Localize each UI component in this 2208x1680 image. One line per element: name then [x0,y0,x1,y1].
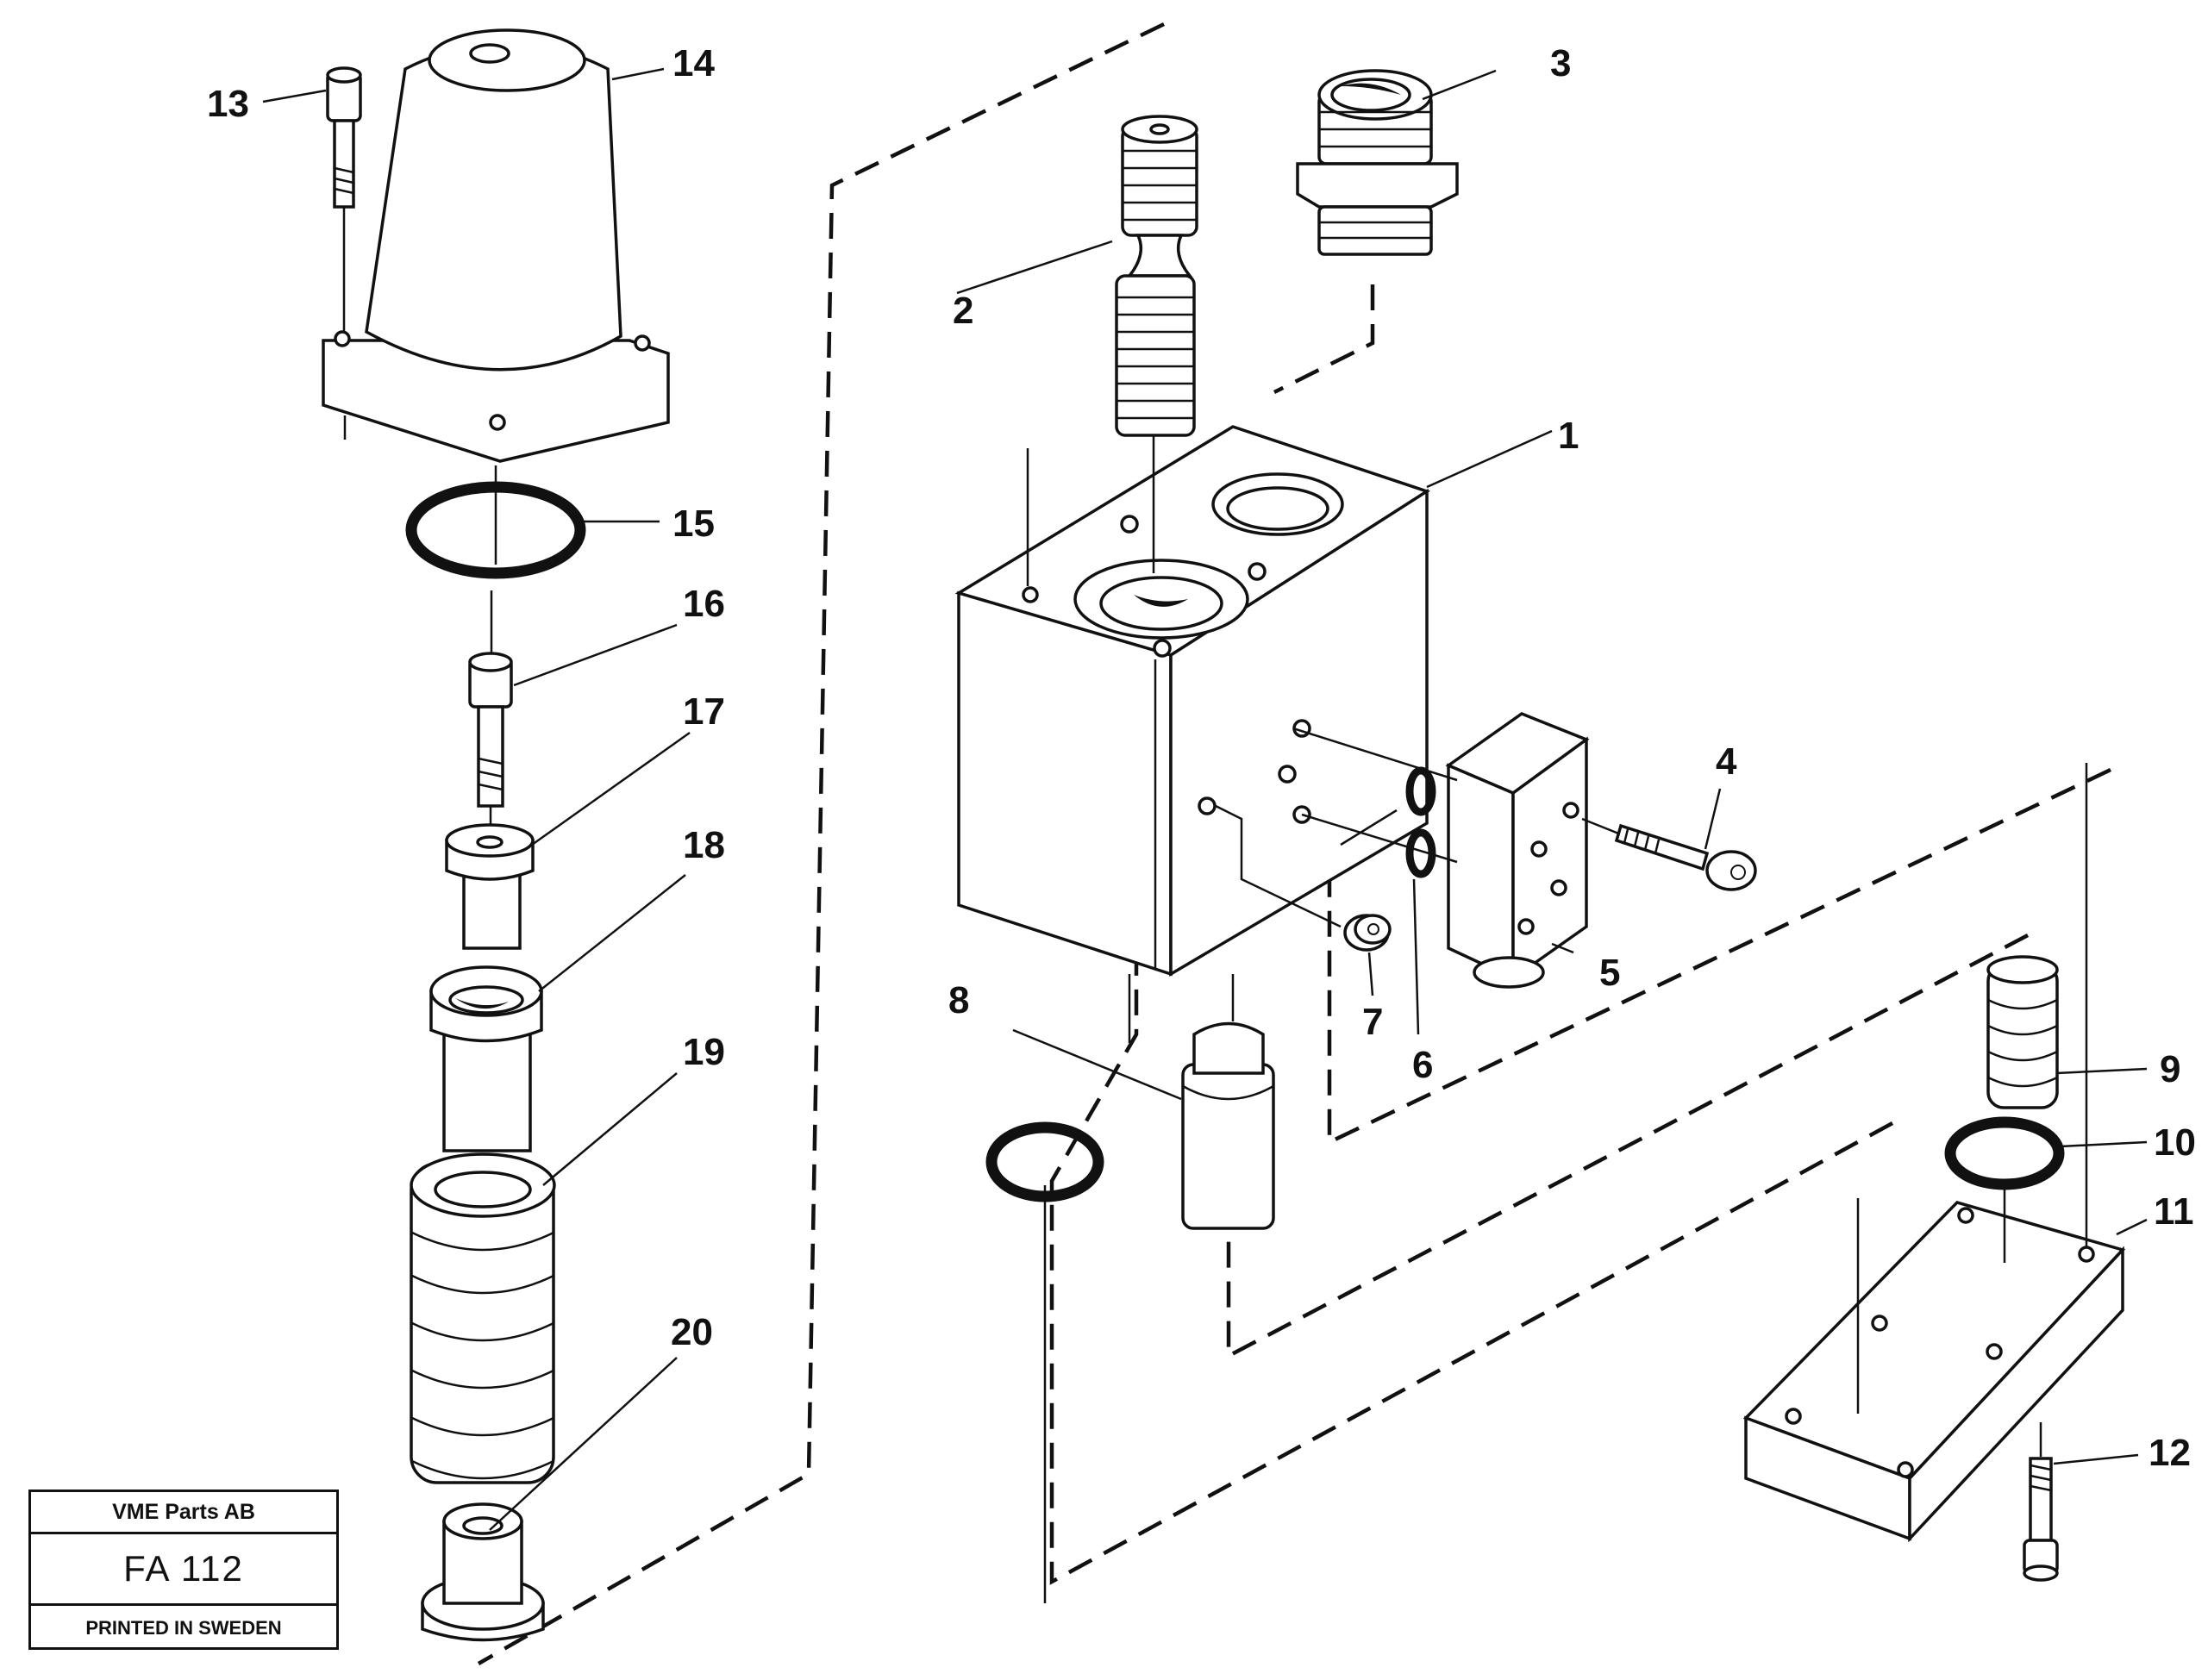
company-name: VME Parts AB [31,1492,336,1534]
piston-part [1181,974,1275,1230]
pilot-block-part-5 [1445,712,1590,989]
callout-11: 11 [2154,1190,2194,1233]
callout-10: 10 [2154,1121,2196,1164]
callout-2: 2 [953,290,973,332]
callout-7: 7 [1362,1001,1383,1043]
screw-part-13 [326,66,362,332]
union-fitting-part-3 [1296,69,1459,256]
callout-4: 4 [1716,740,1737,783]
callout-14: 14 [672,42,715,84]
callout-5: 5 [1599,952,1620,994]
printed-note: PRINTED IN SWEDEN [85,1617,282,1639]
callout-6: 6 [1412,1044,1433,1086]
assembly-dash-lines [477,22,2111,1665]
o-rings-part-6 [1292,727,1458,878]
cover-housing-part-14 [322,28,670,463]
callout-13: 13 [207,83,249,125]
callout-3: 3 [1550,42,1571,84]
callout-16: 16 [683,583,725,625]
bolt-part-12 [2023,1422,2059,1582]
valve-block-part-1 [954,425,1431,977]
plug-part-7 [1215,804,1392,952]
callout-8: 8 [948,979,969,1021]
callout-12: 12 [2149,1432,2191,1474]
callout-19: 19 [683,1031,725,1073]
callout-15: 15 [672,503,715,545]
callout-1: 1 [1558,415,1579,457]
callout-20: 20 [671,1311,713,1353]
screw-part-4 [1581,817,1757,891]
o-ring-part-10 [1944,1116,2065,1190]
title-block: VME Parts AB FA 112 PRINTED IN SWEDEN [28,1490,339,1650]
diagram-code: FA 112 [31,1534,336,1606]
sleeve-part-18 [429,965,543,1152]
leader-lines [262,67,2148,1531]
adjusting-screw-part-2 [1115,115,1198,437]
callout-18: 18 [683,824,725,866]
cover-plate-part-11 [1742,763,2126,1543]
spring-seat-part-20 [421,1502,545,1642]
callout-labels: 1 2 3 4 5 6 7 8 9 10 11 12 13 14 15 16 1… [207,42,2196,1474]
spring-part-9 [1986,955,2059,1109]
callout-17: 17 [683,690,725,733]
spacer-part-17 [445,823,535,950]
bolt-part-16 [468,652,513,828]
callout-9: 9 [2160,1048,2180,1090]
spring-part-19 [410,1152,556,1484]
